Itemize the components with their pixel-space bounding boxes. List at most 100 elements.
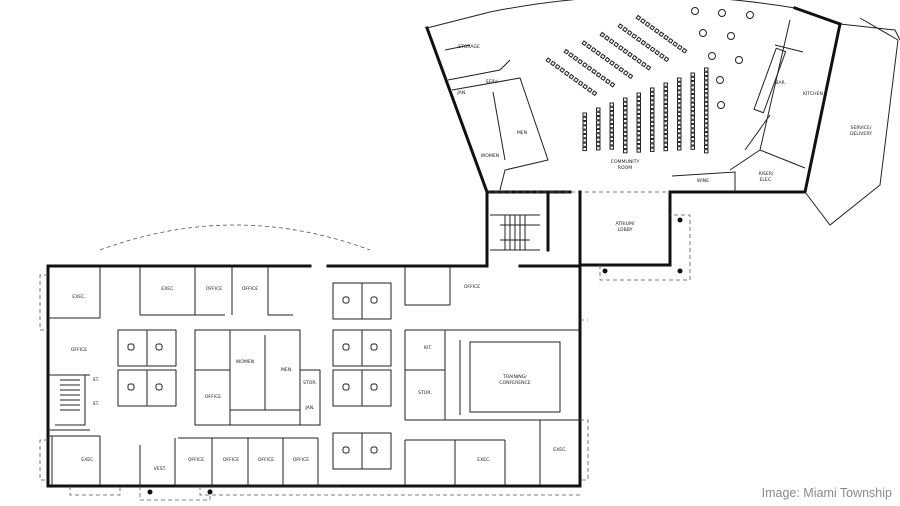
chair <box>663 129 668 135</box>
chair <box>677 107 682 112</box>
chair <box>650 104 655 109</box>
label-office: OFFICE <box>293 457 309 463</box>
chair <box>596 137 601 142</box>
label-community-room-1: COMMUNITY <box>611 159 640 165</box>
round-table <box>718 9 726 17</box>
label-wine: WINE <box>697 178 709 184</box>
label-exec: EXEC. <box>81 457 95 463</box>
chair <box>582 112 587 117</box>
chair <box>672 41 679 48</box>
chair <box>690 137 695 142</box>
chair <box>623 110 628 115</box>
chair <box>586 43 592 50</box>
chair <box>604 56 611 63</box>
chair <box>550 60 556 67</box>
chair <box>559 67 566 74</box>
chair <box>635 36 642 43</box>
chair <box>636 144 641 149</box>
chair <box>623 106 628 111</box>
room-labels: STORAGE SERV. JAN. MEN WOMEN COMMUNITY R… <box>71 44 872 472</box>
chair <box>677 94 682 99</box>
chair <box>636 114 641 119</box>
chair <box>677 99 682 104</box>
chair <box>596 124 601 129</box>
round-table <box>735 56 743 64</box>
chair <box>663 116 668 122</box>
chair <box>690 85 695 90</box>
chair <box>627 73 634 80</box>
chair <box>626 29 633 36</box>
label-office: OFFICE <box>242 286 258 292</box>
chair <box>644 21 651 28</box>
chair <box>663 112 668 117</box>
chair <box>623 97 628 102</box>
chair <box>690 115 695 120</box>
chair <box>623 149 628 154</box>
chair <box>609 106 614 112</box>
chair <box>582 125 587 130</box>
chair <box>663 99 668 104</box>
round-table <box>717 101 725 109</box>
community-room-seating <box>545 7 754 154</box>
chair <box>599 31 606 38</box>
chair <box>596 141 601 147</box>
chair <box>704 132 709 137</box>
chair <box>663 104 668 109</box>
chair <box>636 135 641 140</box>
chair <box>623 123 628 128</box>
label-st: ST. <box>93 401 100 407</box>
chair <box>636 118 641 123</box>
desk-chair <box>342 383 350 391</box>
label-exec: EXEC. <box>72 294 86 300</box>
label-kit: KIT. <box>424 345 432 351</box>
chair <box>663 56 670 63</box>
chair <box>636 131 641 136</box>
chair <box>690 76 695 82</box>
chair <box>577 58 584 65</box>
chair <box>608 38 615 45</box>
chair <box>617 23 624 30</box>
chair <box>681 47 688 54</box>
chair <box>609 141 614 146</box>
chair <box>704 149 709 154</box>
chair <box>704 123 709 128</box>
chair <box>636 139 641 145</box>
chair <box>623 136 628 141</box>
chair <box>631 54 638 61</box>
desk-chair <box>370 343 378 351</box>
chair <box>623 144 628 150</box>
chair <box>650 134 655 140</box>
chair <box>623 114 628 119</box>
desk-chair <box>342 446 350 454</box>
chair <box>677 111 682 117</box>
chair <box>640 18 646 24</box>
chair <box>595 50 602 57</box>
chair <box>650 96 655 101</box>
chair <box>667 37 674 44</box>
chair <box>663 91 668 96</box>
chair <box>577 80 584 87</box>
chair <box>690 128 695 133</box>
chair <box>690 111 695 116</box>
chair <box>622 26 628 33</box>
label-riser-2: ELEC. <box>759 177 772 183</box>
chair <box>690 124 695 129</box>
label-atrium-1: ATRIUM/ <box>615 221 634 227</box>
chair <box>658 31 665 38</box>
chair <box>623 127 628 132</box>
chair <box>590 46 597 53</box>
chair <box>704 67 709 72</box>
label-women: WOMEN <box>236 359 254 365</box>
chair <box>595 71 602 78</box>
label-riser-1: RISER/ <box>758 171 774 177</box>
chair <box>609 128 614 133</box>
chair <box>663 34 669 41</box>
chair <box>677 77 682 82</box>
desk-chair <box>370 296 378 304</box>
chair <box>636 109 641 114</box>
chair <box>663 138 668 143</box>
chair <box>613 63 620 70</box>
chair <box>623 119 628 124</box>
chair <box>591 90 598 97</box>
chair <box>609 115 614 120</box>
